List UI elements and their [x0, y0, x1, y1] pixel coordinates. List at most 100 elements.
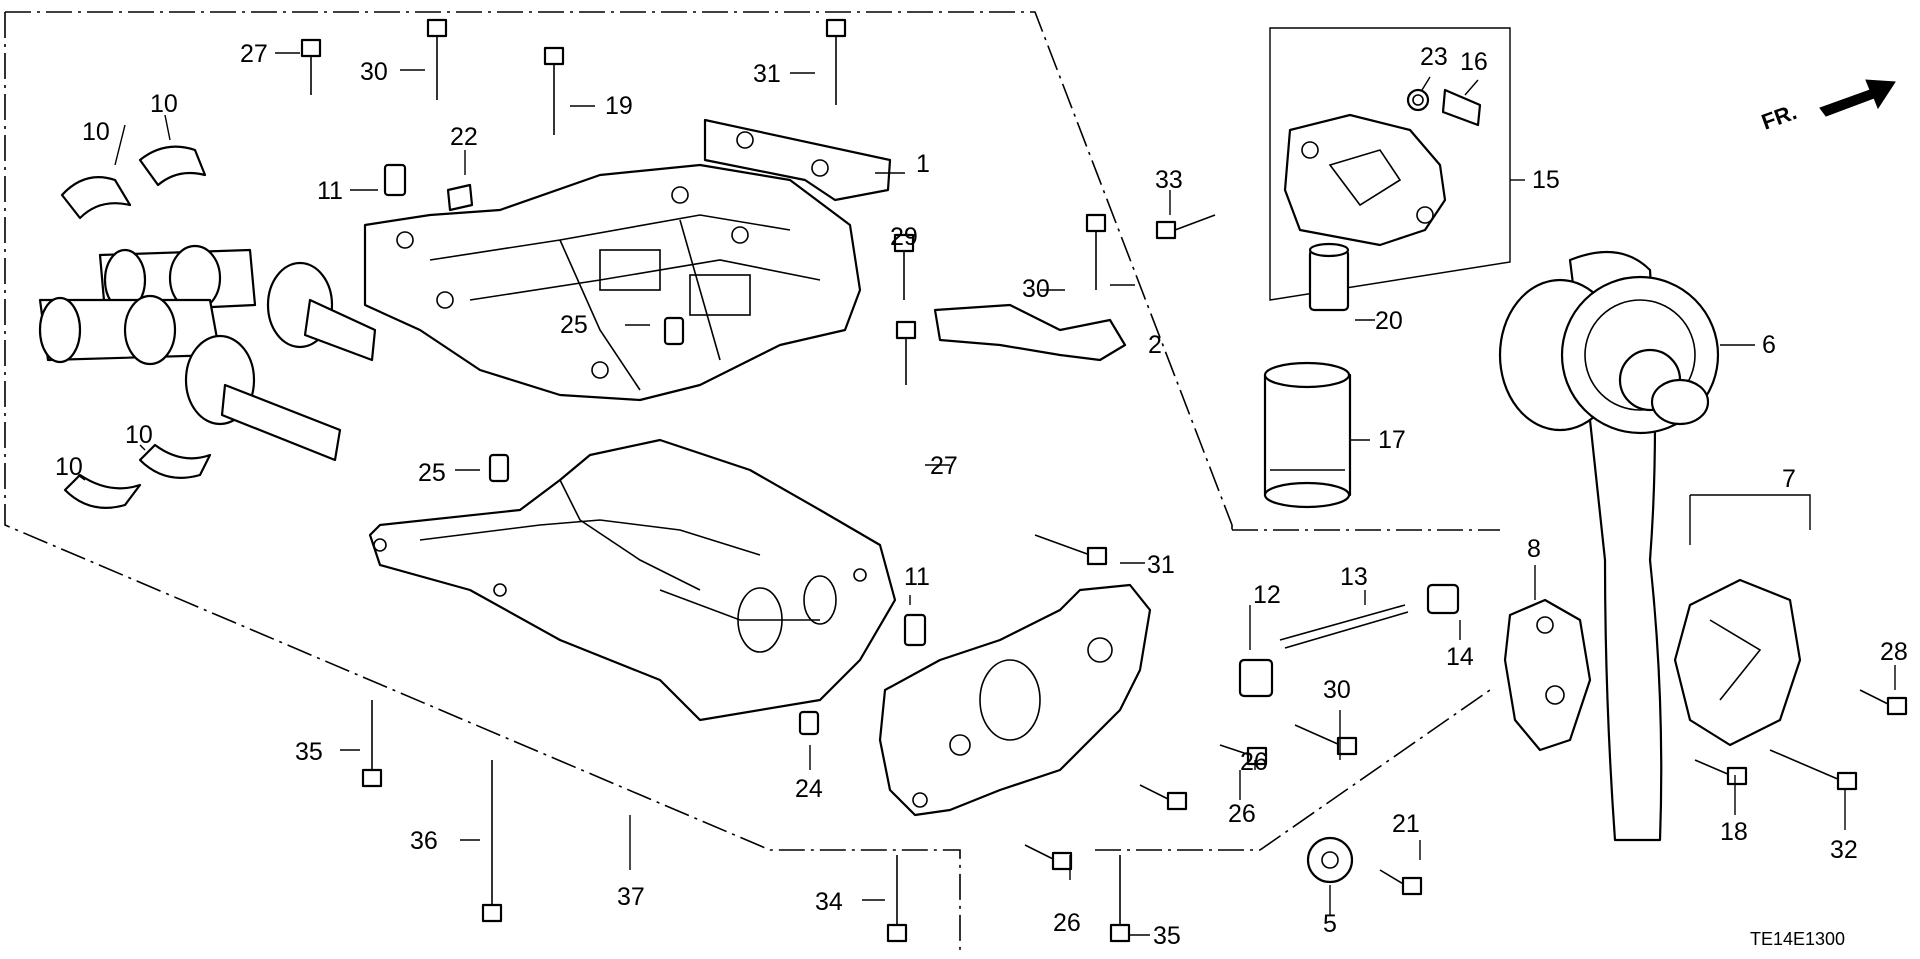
- spring-13: [1279, 604, 1406, 641]
- oil-pump-body: [878, 583, 1152, 817]
- callout-27-b: 27: [930, 452, 958, 480]
- front-arrow-icon: [1819, 79, 1896, 117]
- lower-balancer-housing: [368, 438, 897, 722]
- callout-23: 23: [1420, 43, 1448, 71]
- callout-19: 19: [605, 92, 633, 120]
- callout-13: 13: [1340, 563, 1368, 591]
- bolt-26b: [1139, 784, 1188, 811]
- callout-12: 12: [1253, 581, 1281, 609]
- callout-25-a: 25: [418, 459, 446, 487]
- callout-labels: 1 2 5 6 7 8 10 10 10 10 11 11 12 13 14 1…: [55, 40, 1908, 950]
- callout-30-c: 30: [1323, 676, 1351, 704]
- callout-17: 17: [1378, 426, 1406, 454]
- assembly-boundary-lines: [4, 11, 1500, 955]
- callout-18: 18: [1720, 818, 1748, 846]
- callout-10-c: 10: [55, 453, 83, 481]
- callout-1: 1: [916, 150, 930, 178]
- callout-7: 7: [1782, 465, 1796, 493]
- bolt-31a: [825, 18, 847, 105]
- callout-25-b: 25: [560, 311, 588, 339]
- bolt-36: [481, 760, 503, 923]
- callout-31-a: 31: [753, 60, 781, 88]
- bolt-18: [1694, 759, 1748, 786]
- bolt-19: [543, 46, 565, 135]
- bolt-26c: [1024, 844, 1073, 871]
- callout-27-a: 27: [240, 40, 268, 68]
- callout-10-a: 10: [82, 118, 110, 146]
- bolt-35a: [361, 700, 383, 788]
- bolt-30b: [1085, 213, 1107, 290]
- balancer-chain-sprocket: [1498, 250, 1720, 842]
- bolt-33: [1155, 214, 1216, 240]
- callout-33: 33: [1155, 166, 1183, 194]
- callout-20: 20: [1375, 307, 1403, 335]
- diagram-code: TE14E1300: [1750, 929, 1845, 949]
- plate-1: [703, 118, 892, 202]
- callout-30-a: 30: [360, 58, 388, 86]
- dowel-25a: [488, 453, 510, 483]
- callout-30-b: 30: [1022, 275, 1050, 303]
- bolt-26a: [1219, 744, 1268, 766]
- small-parts: [383, 163, 1460, 884]
- o-ring-22: [446, 183, 474, 212]
- callout-26-c: 26: [1240, 748, 1268, 776]
- bolt-30c: [1294, 724, 1358, 756]
- callout-37: 37: [617, 883, 645, 911]
- oil-filter-housing-bracket: [1269, 27, 1511, 301]
- bolt-27a: [300, 38, 322, 95]
- callout-35-b: 35: [1153, 922, 1181, 950]
- bolt-35b: [1109, 855, 1131, 943]
- callout-6: 6: [1762, 331, 1776, 359]
- gear-5: [1306, 836, 1354, 884]
- bolt-27b: [895, 320, 917, 385]
- callout-11-b: 11: [904, 563, 930, 591]
- callout-26-a: 26: [1053, 909, 1081, 937]
- oil-filter: [1263, 361, 1352, 509]
- callout-34: 34: [815, 888, 843, 916]
- callout-8: 8: [1527, 535, 1541, 563]
- callout-11-a: 11: [317, 177, 343, 205]
- callout-21: 21: [1392, 810, 1420, 838]
- oil-filter-housing: [1283, 113, 1447, 247]
- callout-35-a: 35: [295, 738, 323, 766]
- bearing-shells: [60, 145, 212, 509]
- plug-14: [1426, 583, 1460, 615]
- bolt-31b: [1034, 534, 1108, 566]
- callout-28: 28: [1880, 638, 1908, 666]
- callout-2: 2: [1148, 331, 1162, 359]
- callout-22: 22: [450, 123, 478, 151]
- callout-31-b: 31: [1147, 551, 1175, 579]
- callout-36: 36: [410, 827, 438, 855]
- chain-guide: [1503, 598, 1592, 752]
- plate-2: [933, 303, 1127, 362]
- bolts: [300, 18, 1908, 943]
- callout-29: 29: [890, 223, 918, 251]
- plunger-12: [1238, 658, 1274, 698]
- callout-15: 15: [1532, 166, 1560, 194]
- balancer-shafts: [38, 244, 377, 462]
- dowel-25b: [663, 316, 685, 346]
- o-rings: [1406, 88, 1482, 127]
- bolt-28: [1859, 689, 1908, 716]
- leader-lines: [77, 52, 1896, 936]
- bolt-30a: [426, 18, 448, 100]
- upper-balancer-holder: [363, 163, 862, 402]
- front-direction-indicator: FR.: [1758, 79, 1896, 135]
- callout-24: 24: [795, 775, 823, 803]
- callout-10-d: 10: [125, 421, 153, 449]
- chain-tensioner: [1673, 578, 1802, 747]
- callout-14: 14: [1446, 643, 1474, 671]
- dowel-11a: [383, 163, 407, 197]
- callout-32: 32: [1830, 836, 1858, 864]
- bolt-32: [1769, 749, 1858, 791]
- relief-valve: [1308, 242, 1350, 312]
- callout-5: 5: [1323, 910, 1337, 938]
- callout-26-b: 26: [1228, 800, 1256, 828]
- front-label: FR.: [1758, 99, 1800, 135]
- dowel-11b: [903, 613, 927, 647]
- bolt-21: [1379, 869, 1423, 896]
- callout-10-b: 10: [150, 90, 178, 118]
- bolt-29: [893, 233, 915, 300]
- bolt-34: [886, 855, 908, 943]
